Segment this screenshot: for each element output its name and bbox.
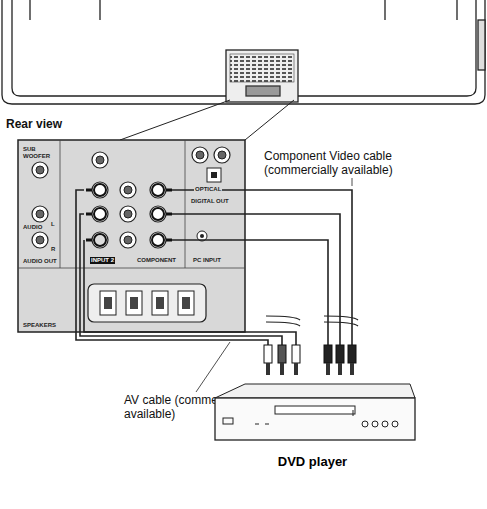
- terminal-label: L: [50, 221, 56, 228]
- terminal-label: PC INPUT: [192, 257, 222, 264]
- zoom-line: [120, 100, 294, 140]
- terminal-label: AUDIO OUT: [22, 258, 58, 265]
- terminal-label: INPUT 2: [90, 257, 115, 264]
- cable-plugs: [264, 345, 356, 375]
- av-cable: [76, 190, 300, 392]
- terminal-label: AUDIO: [22, 224, 43, 231]
- device-name: DVD player: [205, 454, 420, 469]
- component-cable: [172, 178, 358, 345]
- tv-rear: [2, 0, 485, 104]
- terminal-label: R: [50, 246, 56, 253]
- terminal-label: DIGITAL OUT: [190, 198, 230, 205]
- callout-label: Component Video cable (commercially avai…: [262, 150, 416, 178]
- dvd-player: DVD player: [205, 378, 420, 486]
- callout-label: Rear view: [4, 118, 64, 132]
- terminal-panel: [18, 140, 245, 332]
- terminal-label: SUB WOOFER: [22, 146, 58, 160]
- dvd-player-drawing: [205, 378, 420, 448]
- terminal-label: SPEAKERS: [22, 322, 57, 329]
- terminal-label: OPTICAL: [194, 186, 222, 193]
- terminal-label: COMPONENT: [136, 257, 177, 264]
